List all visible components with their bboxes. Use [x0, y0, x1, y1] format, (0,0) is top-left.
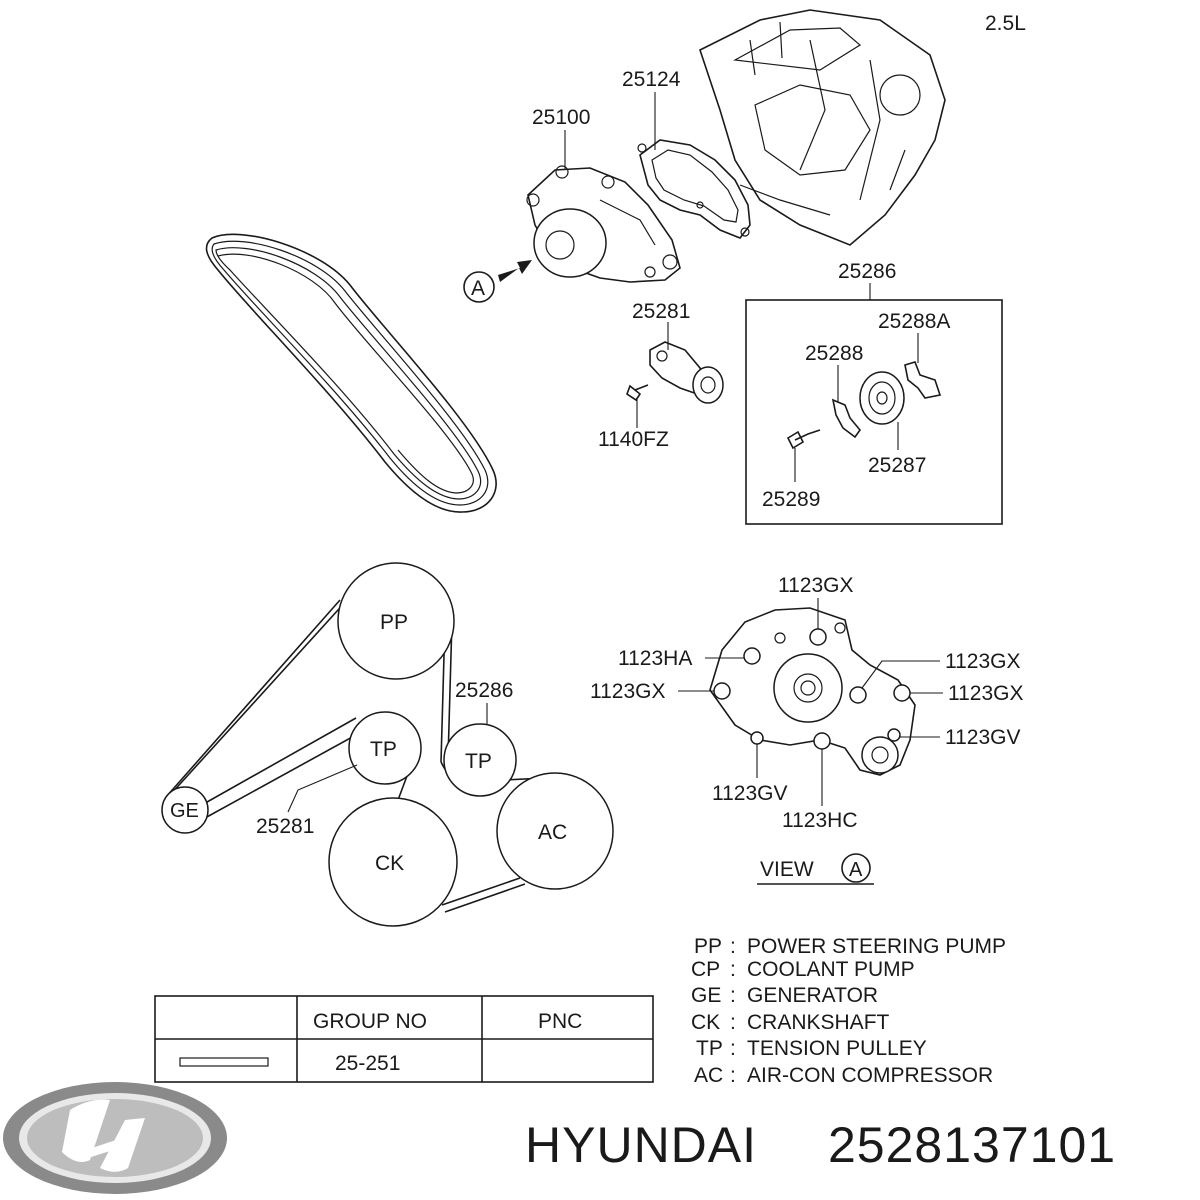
- svg-text:GENERATOR: GENERATOR: [747, 984, 878, 1007]
- pulley-ac: [496, 772, 614, 890]
- svg-text::: :: [730, 958, 736, 981]
- belt-routing-diagram: PP TP TP GE CK AC 25286 25281: [161, 562, 614, 927]
- label-routing-tensioner: 25281: [256, 815, 314, 838]
- view-a-bolt-gv-right: 1123GV: [945, 726, 1021, 749]
- gasket-drawing: [637, 139, 751, 239]
- pulley-label-tp-2: TP: [465, 750, 492, 773]
- svg-text:AIR-CON COMPRESSOR: AIR-CON COMPRESSOR: [747, 1064, 993, 1087]
- pulley-label-ac: AC: [538, 821, 567, 844]
- svg-text::: :: [730, 984, 736, 1007]
- serpentine-belt-drawing: [205, 233, 497, 513]
- svg-text:AC: AC: [694, 1064, 723, 1087]
- label-routing-tensioner-assy: 25286: [455, 679, 513, 702]
- svg-text:PP: PP: [694, 935, 722, 958]
- idler-assembly-box: [745, 299, 1003, 525]
- label-bracket: 25288: [805, 342, 863, 365]
- view-a-arrow: A: [463, 260, 532, 303]
- pulley-label-pp: PP: [380, 611, 408, 634]
- pulley-pp: [337, 562, 455, 680]
- label-idler-pulley: 25287: [868, 454, 926, 477]
- view-a-bolt-top: 1123GX: [778, 574, 854, 597]
- view-a-bolt-right-1: 1123GX: [945, 650, 1021, 673]
- pulley-ck: [328, 797, 458, 927]
- svg-text::: :: [730, 1011, 736, 1034]
- svg-text:TENSION PULLEY: TENSION PULLEY: [747, 1037, 927, 1060]
- label-bracket-a: 25288A: [878, 310, 950, 333]
- svg-text:CRANKSHAFT: CRANKSHAFT: [747, 1011, 890, 1034]
- label-bolt-tensioner: 1140FZ: [598, 428, 669, 451]
- engine-block-drawing: [699, 9, 946, 246]
- engine-label: 2.5L: [985, 12, 1026, 35]
- table-header-group-no: GROUP NO: [313, 1010, 427, 1033]
- tensioner-drawing: [626, 341, 724, 404]
- table-group-no-value: 25-251: [335, 1052, 400, 1075]
- view-a-marker: A: [849, 859, 863, 881]
- table-header-pnc: PNC: [538, 1010, 582, 1033]
- label-idler-bolt: 25289: [762, 488, 820, 511]
- svg-text::: :: [730, 1037, 736, 1060]
- footer-brand: HYUNDAI: [525, 1117, 757, 1173]
- pulley-label-ck: CK: [375, 852, 404, 875]
- svg-text:COOLANT PUMP: COOLANT PUMP: [747, 958, 915, 981]
- footer-part-number: 2528137101: [828, 1117, 1116, 1173]
- svg-text:POWER STEERING PUMP: POWER STEERING PUMP: [747, 935, 1006, 958]
- svg-text:GE: GE: [691, 984, 721, 1007]
- svg-text:A: A: [471, 277, 485, 300]
- label-gasket: 25124: [622, 68, 681, 91]
- pulley-label-tp-1: TP: [370, 738, 397, 761]
- pulley-tp-1: [348, 711, 422, 785]
- view-a-title: VIEW: [760, 858, 814, 881]
- label-idler-assembly: 25286: [838, 260, 896, 283]
- pulley-label-ge: GE: [170, 800, 199, 822]
- label-water-pump: 25100: [532, 106, 590, 129]
- idler-assembly-drawing: [786, 361, 942, 450]
- group-table: GROUP NO PNC 25-251: [154, 995, 654, 1083]
- hyundai-logo: [3, 1082, 227, 1194]
- legend: PP : POWER STEERING PUMP CP : COOLANT PU…: [691, 935, 1006, 1087]
- svg-text:CK: CK: [691, 1011, 720, 1034]
- view-a-bolt-gv-bottom: 1123GV: [712, 782, 788, 805]
- view-a-bolt-hc: 1123HC: [782, 809, 858, 832]
- label-tensioner: 25281: [632, 300, 690, 323]
- view-a-bolt-ha: 1123HA: [618, 647, 692, 670]
- pulley-tp-2: [443, 723, 517, 797]
- svg-text:TP: TP: [696, 1037, 723, 1060]
- view-a-bolt-left: 1123GX: [590, 680, 666, 703]
- view-a-drawing: [709, 607, 916, 776]
- svg-text::: :: [730, 1064, 736, 1087]
- svg-text:CP: CP: [691, 958, 720, 981]
- belt-symbol: [179, 1057, 269, 1067]
- view-a-bolt-right-2: 1123GX: [948, 682, 1024, 705]
- svg-text::: :: [730, 935, 736, 958]
- pulley-ge: [161, 786, 209, 834]
- water-pump-drawing: [526, 165, 681, 283]
